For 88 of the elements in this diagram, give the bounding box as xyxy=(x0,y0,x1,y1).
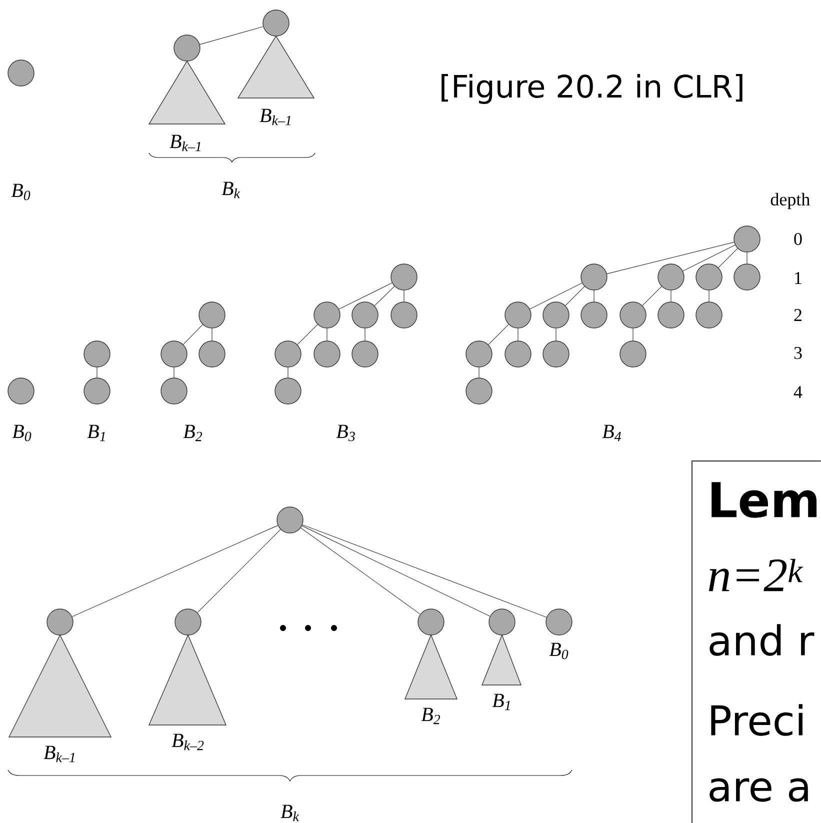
depth-number: 3 xyxy=(794,346,802,360)
tree-edge xyxy=(565,286,585,306)
tree-node xyxy=(542,302,570,328)
tree-edge xyxy=(642,286,662,306)
tree-node xyxy=(84,340,110,368)
tree-label: B$_{2}$ xyxy=(183,424,202,442)
tree-label: B$_{4}$ xyxy=(602,424,622,442)
tree-edge xyxy=(338,282,392,310)
tree-label: B$_{k}$ xyxy=(280,804,300,822)
tree-node xyxy=(8,60,34,86)
tree-node xyxy=(46,608,74,636)
depth-number: 2 xyxy=(794,309,802,321)
tree-label: B$_{3}$ xyxy=(336,424,355,442)
tree-edge xyxy=(718,248,738,268)
tree-node xyxy=(734,226,760,252)
tree-edge xyxy=(682,244,736,272)
tree-node xyxy=(8,378,34,404)
tree-node xyxy=(488,608,516,636)
tree-node xyxy=(466,340,492,368)
tree-edge xyxy=(746,252,748,264)
tree-label: B$_{k–2}$ xyxy=(172,734,204,750)
tree-edge xyxy=(364,328,366,341)
tree-edge xyxy=(478,367,480,378)
tree-edge xyxy=(302,526,490,617)
tree-node xyxy=(352,302,378,328)
tree-node xyxy=(174,608,202,636)
tree-label: B$_{1}$ xyxy=(492,694,510,710)
tree-edge xyxy=(300,528,420,614)
tree-node xyxy=(658,302,684,328)
tree-node xyxy=(466,378,492,404)
tree-edge xyxy=(374,286,395,306)
tree-edge xyxy=(200,26,264,45)
tree-node xyxy=(262,10,290,36)
tree-node xyxy=(390,264,418,290)
tree-node xyxy=(658,264,684,290)
tree-edge xyxy=(326,328,328,341)
tree-node xyxy=(276,506,304,534)
depth-heading: depth xyxy=(770,192,810,210)
tree-node xyxy=(620,340,646,368)
tree-edge xyxy=(488,324,509,345)
tree-edge xyxy=(72,525,278,617)
tree-node xyxy=(580,302,608,328)
tree-node xyxy=(160,340,188,368)
tree-label: B$_{k}$ xyxy=(222,182,240,198)
tree-label: B$_{k–1}$ xyxy=(170,134,200,152)
tree-node xyxy=(160,378,188,404)
tree-node xyxy=(274,378,302,404)
tree-node xyxy=(504,340,532,368)
figure-reference: [Figure 20.2 in CLR] xyxy=(442,74,742,104)
tree-label: B$_{k–1}$ xyxy=(44,746,74,762)
tree-edge xyxy=(302,524,547,618)
tree-label: B$_{k–1}$ xyxy=(260,108,290,126)
tree-node xyxy=(174,34,200,62)
tree-node xyxy=(274,340,302,368)
depth-number: 0 xyxy=(794,232,802,246)
tree-node xyxy=(198,302,226,328)
tree-node xyxy=(84,378,110,404)
tree-node xyxy=(734,264,760,290)
tree-node xyxy=(696,264,722,290)
tree-label: B$_{1}$ xyxy=(87,424,105,442)
tree-edge xyxy=(708,290,710,302)
tree-edge xyxy=(606,242,734,274)
tree-edge xyxy=(183,324,203,345)
tree-node xyxy=(418,608,444,636)
tree-edge xyxy=(96,367,98,378)
tree-edge xyxy=(670,290,672,302)
tree-node xyxy=(504,302,532,328)
depth-number: 4 xyxy=(794,386,802,398)
tree-label: B$_{0}$ xyxy=(549,642,568,660)
tree-node xyxy=(198,340,226,368)
tree-label: B$_{0}$ xyxy=(12,424,32,442)
tree-node xyxy=(620,302,646,328)
tree-edge xyxy=(632,328,634,341)
tree-node xyxy=(546,608,572,636)
tree-node xyxy=(390,302,418,328)
tree-node xyxy=(580,264,608,290)
tree-node xyxy=(542,340,570,368)
depth-number: 1 xyxy=(795,272,802,284)
tree-edge xyxy=(530,282,582,310)
tree-edge xyxy=(197,529,281,613)
tree-label: B$_{0}$ xyxy=(11,184,30,200)
tree-edge xyxy=(297,324,318,345)
tree-node xyxy=(314,340,340,368)
tree-label: B$_{2}$ xyxy=(421,708,440,724)
tree-node xyxy=(314,302,340,328)
tree-node xyxy=(352,340,378,368)
tree-node xyxy=(696,302,722,328)
text-box: Lem n=2$^{k}$ and r Preci are a xyxy=(691,460,821,823)
